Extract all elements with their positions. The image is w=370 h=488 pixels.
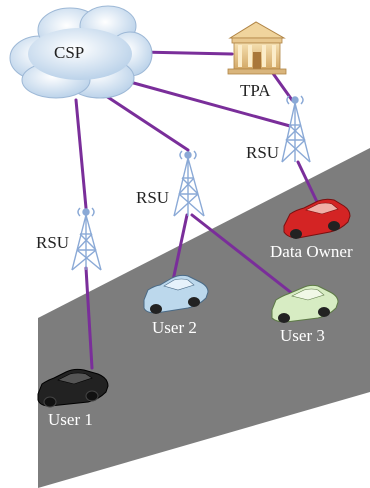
rsu-left-label: RSU <box>36 233 69 252</box>
csp-cloud: CSP <box>9 5 153 99</box>
link-csp-rsu-left <box>74 98 88 210</box>
car-user2 <box>143 274 209 314</box>
csp-label: CSP <box>54 43 84 62</box>
user2-label: User 2 <box>152 318 197 337</box>
user3-label: User 3 <box>280 326 325 345</box>
link-rsu-left-user1 <box>84 266 94 370</box>
car-user3 <box>271 284 339 323</box>
user1-label: User 1 <box>48 410 93 429</box>
rsu-middle-label: RSU <box>136 188 169 207</box>
rsu-right-label: RSU <box>246 143 279 162</box>
link-rsu-middle-user2 <box>170 213 189 287</box>
tpa-building: TPA <box>227 21 287 100</box>
tpa-label: TPA <box>240 81 271 100</box>
data-owner-label: Data Owner <box>270 242 353 261</box>
link-rsu-right-dataowner <box>296 160 320 206</box>
rsu-tower-left <box>71 207 102 271</box>
rsu-tower-middle <box>173 150 205 217</box>
car-data-owner <box>283 198 351 239</box>
link-tpa-rsu-right <box>270 70 294 102</box>
link-rsu-middle-user3 <box>190 213 300 300</box>
link-csp-tpa <box>138 50 234 56</box>
car-user1 <box>37 368 109 408</box>
link-csp-rsu-right <box>128 80 292 128</box>
link-csp-rsu-middle <box>98 90 190 152</box>
network-links <box>74 50 320 370</box>
rsu-tower-right <box>281 95 311 163</box>
